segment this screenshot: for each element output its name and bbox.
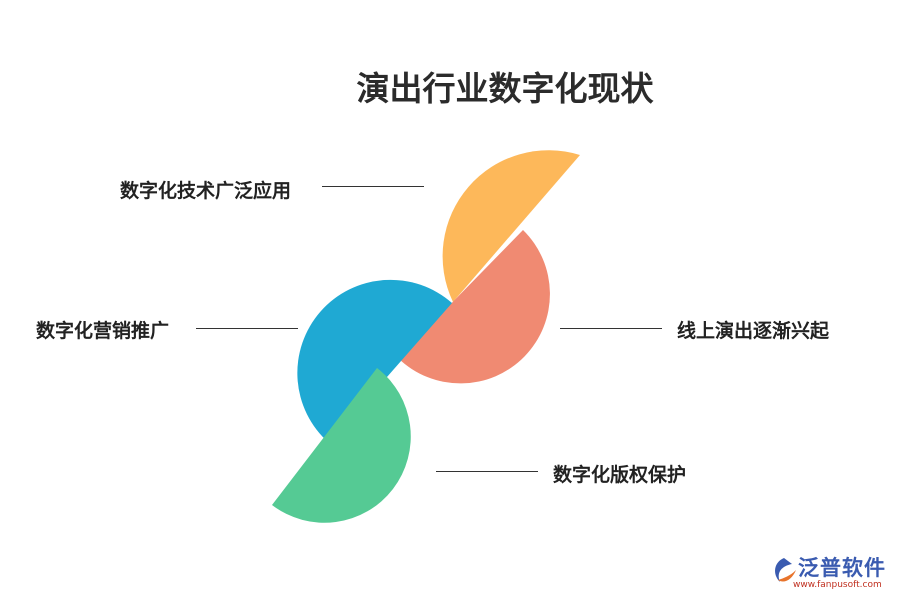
label-copyright-protection: 数字化版权保护: [553, 464, 687, 486]
petal-digital-marketing: [297, 279, 452, 443]
petal-copyright-protection: [272, 368, 411, 523]
page-title: 演出行业数字化现状: [356, 69, 654, 108]
connector-line: [560, 328, 662, 329]
connector-line: [196, 328, 298, 329]
petal-digital-tech: [442, 150, 580, 302]
label-digital-tech: 数字化技术广泛应用: [120, 180, 292, 202]
connector-line: [436, 471, 538, 472]
fanpu-logo-icon: [775, 558, 796, 582]
logo-name: 泛普软件: [798, 556, 886, 580]
label-online-shows: 线上演出逐渐兴起: [677, 320, 830, 342]
logo-url: www.fanpusoft.com: [793, 580, 882, 590]
petal-online-shows: [398, 230, 550, 384]
connector-line: [322, 186, 424, 187]
label-digital-marketing: 数字化营销推广: [36, 320, 170, 342]
